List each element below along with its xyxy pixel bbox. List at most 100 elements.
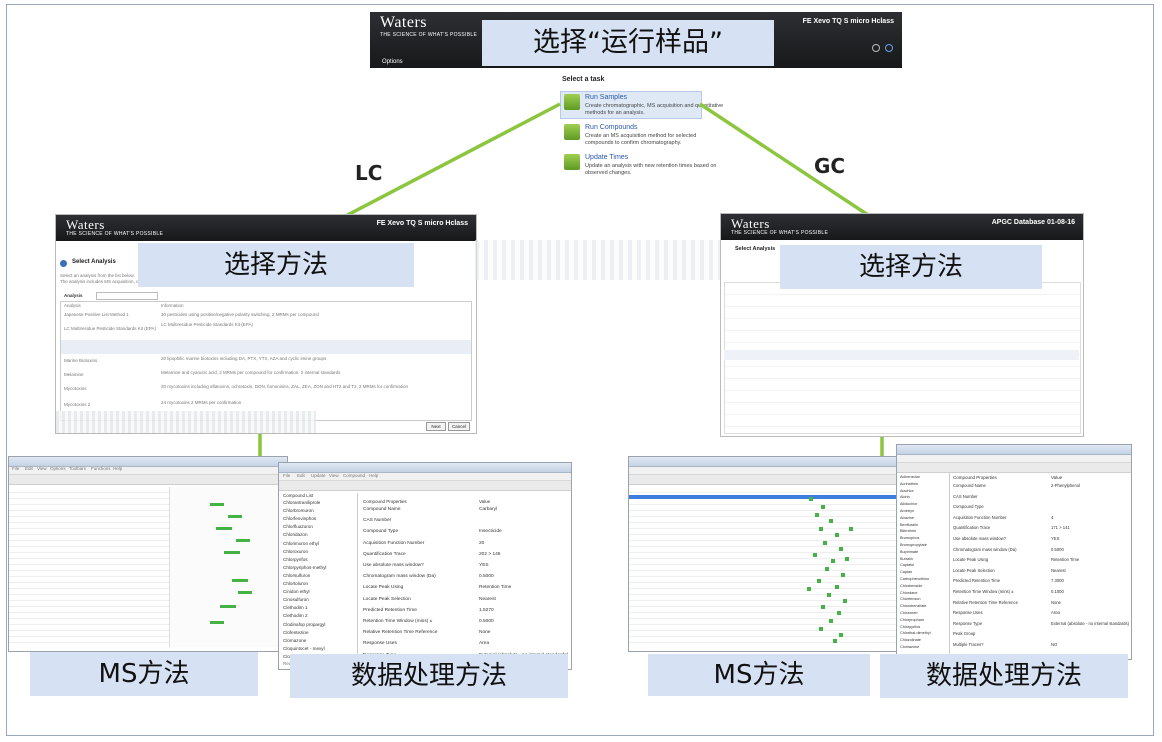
compound-item[interactable]: Chlorbenside: [900, 583, 923, 588]
compound-item[interactable]: Cinosulfuron: [283, 597, 309, 603]
table-row[interactable]: Marine Biotoxins: [64, 358, 98, 363]
property-value[interactable]: 4: [1051, 514, 1054, 520]
property-value[interactable]: 7.3000: [1051, 578, 1064, 584]
compound-item[interactable]: Clethodim 1: [283, 605, 308, 611]
compound-item[interactable]: Chlorimuron ethyl: [283, 540, 319, 546]
compound-item[interactable]: Aldrin: [900, 495, 910, 500]
menu-item[interactable]: Options: [50, 466, 66, 471]
property-value[interactable]: 0.1000: [1051, 589, 1064, 594]
back-icon[interactable]: [60, 260, 67, 267]
compound-item[interactable]: Chlordane: [900, 590, 918, 595]
property-value[interactable]: NO: [1051, 642, 1058, 647]
property-value[interactable]: 1.5270: [479, 607, 494, 613]
compound-item[interactable]: Captafol: [900, 563, 915, 568]
table-row[interactable]: Japanese Positive List Method 1: [64, 312, 129, 317]
compound-item[interactable]: Chlorfenvinphos: [283, 516, 317, 522]
compound-item[interactable]: Chloroneb: [900, 611, 918, 615]
compound-item[interactable]: Clomazone: [900, 645, 920, 649]
compound-item[interactable]: Acibenzolar: [900, 475, 920, 479]
property-value[interactable]: 20: [479, 540, 485, 546]
compound-item[interactable]: Carbophenothion: [900, 577, 930, 581]
compound-item[interactable]: Captan: [900, 570, 913, 575]
compound-item[interactable]: Ametryn: [900, 509, 915, 513]
property-value[interactable]: Area: [479, 641, 490, 647]
compound-item[interactable]: Bromopropylate: [900, 543, 927, 547]
compound-item[interactable]: Atrazine: [900, 515, 914, 520]
table-row[interactable]: Mycotoxins: [64, 386, 87, 391]
task-update-times[interactable]: Update Times Update an analysis with new…: [564, 154, 734, 178]
table-row[interactable]: Mycotoxins 2: [64, 402, 91, 407]
compound-item[interactable]: Chlorfluazuron: [283, 524, 313, 530]
compound-item[interactable]: Cloquintocet - mexyl: [283, 645, 325, 651]
compound-item[interactable]: Clethodim 2: [283, 613, 308, 619]
next-button[interactable]: Next: [426, 422, 446, 431]
compound-item[interactable]: Chlorpropham: [900, 617, 925, 622]
property-value[interactable]: None: [1051, 599, 1062, 605]
compound-item[interactable]: Acrinathrin: [900, 481, 919, 486]
selected-function-row[interactable]: [629, 495, 899, 499]
compound-item[interactable]: Butralin: [900, 556, 913, 561]
menu-item[interactable]: View: [37, 466, 47, 471]
compound-item[interactable]: Cinidon ethyl: [283, 589, 310, 595]
property-value[interactable]: None: [479, 630, 491, 636]
property-value[interactable]: 171 > 141: [1051, 525, 1070, 531]
compound-item[interactable]: Chlorbromuron: [283, 508, 314, 514]
property-value[interactable]: Area: [1051, 610, 1060, 616]
compound-item[interactable]: Alachlor: [900, 488, 914, 493]
home-icon[interactable]: [872, 44, 880, 52]
menu-item[interactable]: Functions: [91, 466, 111, 471]
analysis-filter-input[interactable]: [96, 292, 158, 300]
gc-row-selected[interactable]: [724, 350, 1079, 360]
compound-item[interactable]: Chloridazon: [283, 532, 308, 538]
table-row[interactable]: LC Multiresidue Pesticide Standards Kit …: [64, 326, 156, 331]
help-icon[interactable]: [885, 44, 893, 52]
compound-item[interactable]: Chlorpyriphos-methyl: [283, 564, 327, 570]
compound-item[interactable]: Chlorobenzilate: [900, 604, 927, 609]
compound-item[interactable]: Benfluralin: [900, 522, 918, 527]
compound-item[interactable]: Clodinafop propargyl: [283, 621, 326, 627]
menu-item[interactable]: Edit: [297, 473, 305, 478]
property-value[interactable]: 0.5000: [479, 619, 494, 624]
compound-item[interactable]: Chlozolinate: [900, 638, 921, 643]
property-value[interactable]: 0.5000: [479, 574, 494, 580]
menu-item[interactable]: Toolbars: [69, 466, 87, 471]
compound-item[interactable]: Chlorthal-dimethyl: [900, 631, 931, 636]
compound-item[interactable]: Chlorsulfuron: [283, 572, 311, 578]
property-value[interactable]: Nearest: [479, 596, 496, 602]
compound-item[interactable]: Chloroxuron: [283, 548, 309, 554]
menu-item[interactable]: File: [12, 466, 20, 471]
compound-item[interactable]: Chlortoluron: [283, 581, 309, 586]
menu-item[interactable]: Help: [113, 466, 123, 471]
property-value[interactable]: Retention Time: [1051, 557, 1080, 563]
property-value[interactable]: 0.5000: [1051, 546, 1064, 552]
compound-item[interactable]: Clomazone: [283, 637, 307, 643]
options-menu[interactable]: Options: [382, 59, 403, 65]
cancel-button[interactable]: Cancel: [448, 422, 470, 431]
table-row[interactable]: Melamine: [64, 372, 84, 377]
property-value[interactable]: YES: [1051, 536, 1060, 541]
property-value[interactable]: Insecticide: [479, 529, 502, 535]
compound-item[interactable]: Allidochlor: [900, 502, 918, 507]
property-value[interactable]: Retention Time: [479, 585, 512, 591]
compound-item[interactable]: Chlorpyrifos: [283, 556, 308, 562]
menu-item[interactable]: Edit: [25, 466, 33, 471]
menu-item[interactable]: File: [283, 473, 291, 478]
compound-item[interactable]: Clofentezine: [283, 629, 309, 635]
menu-item[interactable]: Help: [369, 473, 379, 478]
compound-item[interactable]: Bupirimate: [900, 549, 919, 554]
property-value[interactable]: 2-Phenylphenol: [1051, 483, 1081, 488]
compound-item[interactable]: Chlorfenson: [900, 597, 921, 602]
compound-item[interactable]: Bromophos: [900, 536, 920, 541]
property-value[interactable]: YES: [479, 563, 489, 568]
task-run-samples[interactable]: Run Samples Create chromatographic, MS a…: [560, 91, 734, 119]
task-run-compounds[interactable]: Run Compounds Create an MS acquisition m…: [564, 124, 734, 148]
compound-item[interactable]: Chlorpyrifos: [900, 624, 921, 629]
menu-item[interactable]: Compound: [343, 473, 366, 478]
compound-item[interactable]: Chlorantraniliprole: [283, 500, 321, 505]
property-value[interactable]: External (absolute - no internal standar…: [1051, 620, 1129, 626]
property-value[interactable]: 202 > 145: [479, 551, 501, 557]
table-row-selected[interactable]: [61, 340, 471, 354]
menu-item[interactable]: View: [329, 473, 339, 478]
compound-item[interactable]: Bifenthrin: [900, 529, 917, 534]
property-value[interactable]: Carbaryl: [479, 507, 498, 512]
